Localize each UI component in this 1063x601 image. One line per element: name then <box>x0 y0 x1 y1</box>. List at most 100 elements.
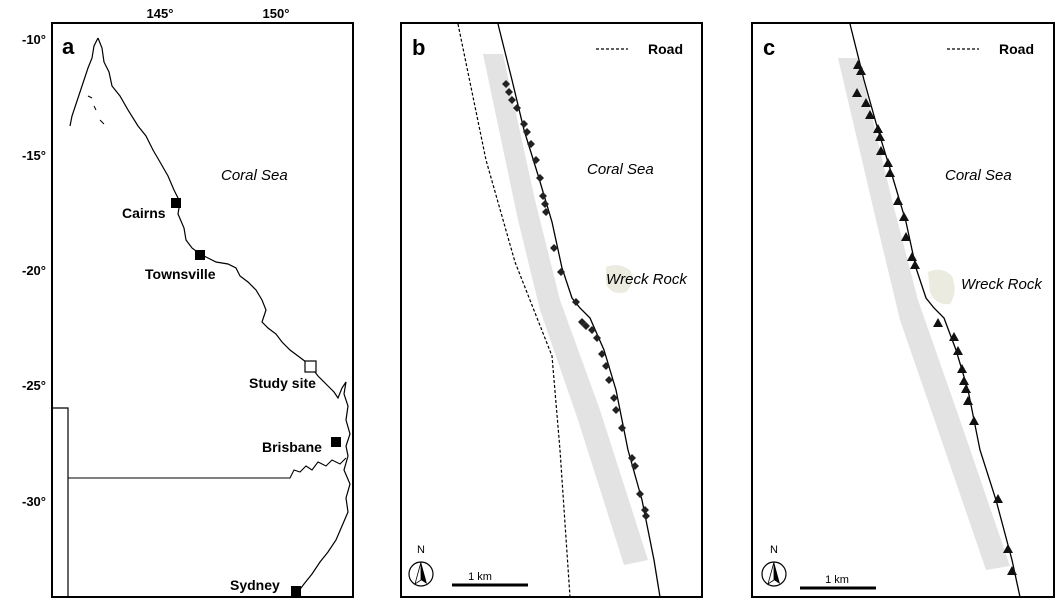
y-tick-30: -30° <box>22 494 46 509</box>
nest-marker <box>959 376 969 385</box>
y-tick-20: -20° <box>22 263 46 278</box>
label-coral-sea-c: Coral Sea <box>945 167 1012 184</box>
north-arrow-dark-c <box>774 562 780 584</box>
nest-marker <box>1007 566 1017 575</box>
nest-marker <box>539 192 547 200</box>
nest-marker <box>527 140 535 148</box>
y-tick-15: -15° <box>22 148 46 163</box>
coastline <box>53 37 351 598</box>
north-arrow-dark-b <box>421 562 427 584</box>
marker-study-site <box>304 360 317 373</box>
nest-marker <box>873 124 883 133</box>
legend-road-label-c: Road <box>999 41 1034 57</box>
nest-marker <box>593 334 601 342</box>
marker-sydney <box>291 586 301 596</box>
north-arrow-c: N <box>761 544 787 587</box>
panel-a: 145° 150° -10° -15° -20° -25° -30° a Cai… <box>22 6 354 598</box>
nest-marker <box>602 362 610 370</box>
nest-marker <box>636 490 644 498</box>
nest-marker <box>893 196 903 205</box>
label-coral-sea-a: Coral Sea <box>221 167 288 184</box>
nest-marker <box>572 298 580 306</box>
nest-marker <box>957 364 967 373</box>
north-arrow-b: N <box>408 544 434 587</box>
panel-a-frame <box>51 22 354 598</box>
nest-marker <box>557 268 565 276</box>
nest-marker <box>628 454 636 462</box>
nest-marker <box>520 120 528 128</box>
y-tick-25: -25° <box>22 378 46 393</box>
label-coral-sea-b: Coral Sea <box>587 161 654 178</box>
nest-marker <box>610 394 618 402</box>
beach-band-b <box>483 54 648 565</box>
nest-marker <box>963 396 973 405</box>
nest-marker <box>852 88 862 97</box>
road-b <box>457 23 571 598</box>
nest-marker <box>641 506 649 514</box>
label-study-site: Study site <box>249 375 316 391</box>
nest-marker <box>612 406 620 414</box>
nest-marker <box>876 146 886 155</box>
nest-marker <box>969 416 979 425</box>
nest-marker <box>1003 544 1013 553</box>
nest-marker <box>513 104 521 112</box>
label-wreck-rock-c: Wreck Rock <box>961 276 1043 293</box>
nest-marker <box>949 332 959 341</box>
panel-b-letter: b <box>412 35 425 60</box>
x-tick-145: 145° <box>147 6 174 21</box>
nest-marker <box>508 96 516 104</box>
nest-marker <box>631 462 639 470</box>
nest-marker <box>993 494 1003 503</box>
panel-a-letter: a <box>62 34 75 59</box>
label-sydney: Sydney <box>230 577 280 593</box>
north-arrow-light-b <box>414 561 422 585</box>
north-arrow-light-c <box>767 561 775 585</box>
nest-marker <box>502 80 510 88</box>
label-cairns: Cairns <box>122 205 166 221</box>
wreck-rock-c <box>928 269 955 305</box>
nest-marker <box>542 208 550 216</box>
panel-b: b <box>400 22 703 598</box>
nest-marker <box>532 156 540 164</box>
nest-marker <box>541 200 549 208</box>
nest-marker <box>505 88 513 96</box>
nest-marker <box>853 60 863 69</box>
state-border-qld-nsw <box>68 457 347 479</box>
scale-label-c: 1 km <box>825 574 849 586</box>
nest-marker <box>899 212 909 221</box>
wreck-rock-b <box>606 265 633 293</box>
label-brisbane: Brisbane <box>262 439 322 455</box>
y-tick-10: -10° <box>22 32 46 47</box>
nest-marker <box>536 174 544 182</box>
nest-markers-c <box>852 60 1017 575</box>
cape-islands <box>87 95 105 125</box>
coastline-c <box>849 23 1021 598</box>
marker-brisbane <box>331 437 341 447</box>
nest-marker <box>910 260 920 269</box>
nest-marker <box>961 384 971 393</box>
x-tick-150: 150° <box>263 6 290 21</box>
scale-label-b: 1 km <box>468 571 492 583</box>
north-label-b: N <box>417 544 425 556</box>
north-label-c: N <box>770 544 778 556</box>
nest-marker <box>865 110 875 119</box>
beach-band-c <box>838 58 1010 570</box>
nest-marker <box>933 318 943 327</box>
nest-marker <box>885 168 895 177</box>
nest-marker <box>861 98 871 107</box>
marker-cairns <box>171 198 181 208</box>
nest-marker <box>856 66 866 75</box>
marker-townsville <box>195 250 205 260</box>
panel-c: c <box>751 22 1055 598</box>
nest-marker <box>953 346 963 355</box>
label-wreck-rock-b: Wreck Rock <box>606 271 688 288</box>
nest-marker <box>883 158 893 167</box>
nest-markers-b <box>502 80 650 520</box>
nest-marker <box>582 322 590 330</box>
nest-marker <box>875 132 885 141</box>
nest-marker <box>907 252 917 261</box>
nest-marker <box>901 232 911 241</box>
nest-marker <box>588 326 596 334</box>
nest-marker <box>598 350 606 358</box>
